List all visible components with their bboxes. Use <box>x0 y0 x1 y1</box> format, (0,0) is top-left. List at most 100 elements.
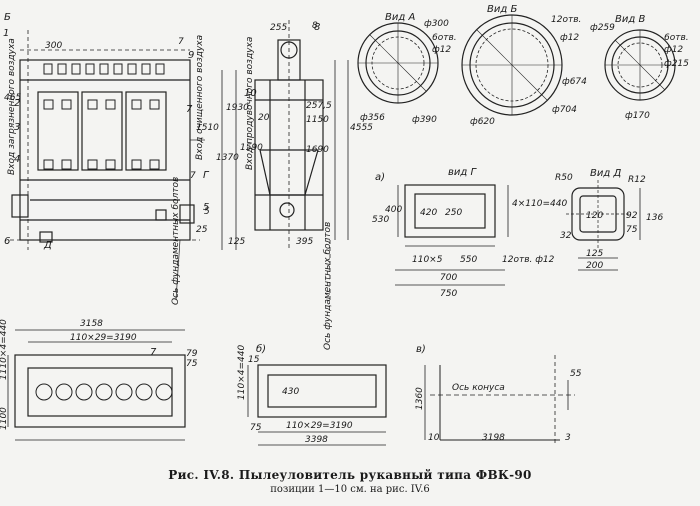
view-a-d1: ф356 <box>360 113 385 123</box>
main-dim-18: 5 <box>204 207 210 217</box>
view-b-d-hole: ф12 <box>560 33 579 43</box>
pos-4: 4 <box>14 154 20 165</box>
view-d-a5: 92 <box>626 211 638 221</box>
view-g-ext2: 550 <box>460 255 477 265</box>
plan-dim-2: 1110×4=440 <box>0 319 9 380</box>
view-d-r1: R50 <box>555 173 573 183</box>
main-dim-10: 1370 <box>216 153 239 163</box>
view-g-h-mid: 400 <box>385 205 402 215</box>
main-dim-0: 300 <box>45 41 62 51</box>
plan-dim-4: 79 <box>186 349 198 359</box>
main-dim-7: 257,5 <box>306 101 332 111</box>
main-dim-3: 25 <box>196 225 208 235</box>
caption-title: Рис. IV.8. Пылеуловитель рукавный типа Ф… <box>168 468 532 482</box>
view-b-d2: ф620 <box>470 117 495 127</box>
view-d-a4: 136 <box>646 213 663 223</box>
main-housing-outline <box>19 59 191 241</box>
view-v-d-hole: ф12 <box>664 45 683 55</box>
main-dim-12: 1930 <box>226 103 249 113</box>
pos-8: 8 <box>314 22 320 33</box>
view-d-a7: 32 <box>560 231 572 241</box>
view-d-title: Вид Д <box>590 168 621 179</box>
main-dim-1: 465 <box>4 93 21 103</box>
pos-1: 1 <box>3 28 9 39</box>
main-dim-6: 255 <box>270 23 287 33</box>
view-g-w1: 700 <box>440 273 457 283</box>
plan-dim-0: 3158 <box>80 319 103 329</box>
view-g-h-in: 420 <box>420 208 437 218</box>
plan-dim-1: 110×29=3190 <box>70 333 137 343</box>
view-a-flange <box>357 22 439 104</box>
view-b-holes: 12отв. <box>551 15 581 25</box>
view-v-flange <box>604 29 676 101</box>
label-bolt-axis-2: Ось фундаментных болтов <box>323 222 333 350</box>
view-a-d-outer: ф300 <box>424 19 449 29</box>
view-g-side: 4×110=440 <box>512 199 567 209</box>
section-b-dim-5: 3398 <box>305 435 328 445</box>
plan-pos-7: 7 <box>150 347 157 358</box>
view-d-a6: 75 <box>626 225 638 235</box>
main-dim-16: 125 <box>228 237 245 247</box>
section-b-outline <box>257 364 387 418</box>
section-v-dim-0: 1360 <box>415 387 425 410</box>
view-g-marker: а) <box>375 172 385 183</box>
view-v-holes: 6отв. <box>664 33 689 43</box>
view-g-title: вид Г <box>448 167 477 178</box>
view-b-d1: ф674 <box>562 77 587 87</box>
main-dim-13: 4555 <box>350 123 373 133</box>
label-dirty-air-inlet: Вход загрязненного воздуха <box>7 38 17 175</box>
figure-caption: Рис. IV.8. Пылеуловитель рукавный типа Ф… <box>0 468 700 495</box>
label-purge-air-inlet: Вход продувочного воздуха <box>245 37 255 170</box>
main-dim-9: 1590 <box>240 143 263 153</box>
section-b-dim-4: 110×29=3190 <box>286 421 353 431</box>
main-dim-11: 1690 <box>306 145 329 155</box>
section-v-marker: в) <box>416 344 426 355</box>
section-v-dim-4: 3 <box>565 433 571 443</box>
view-v-title: Вид В <box>615 14 645 25</box>
label-d: Д <box>43 240 52 251</box>
view-g-outline <box>404 184 496 238</box>
plan-dim-3: 75 <box>186 359 198 369</box>
view-d-r2: R12 <box>628 175 646 185</box>
section-b-dim-2: 430 <box>282 387 299 397</box>
view-g-h-out: 530 <box>372 215 389 225</box>
view-b-d3: ф704 <box>552 105 577 115</box>
view-a-holes: 6отв. <box>432 33 457 43</box>
view-a-d2: ф390 <box>412 115 437 125</box>
section-v-label: Ось конуса <box>452 383 505 393</box>
label-g: Г <box>203 170 210 181</box>
main-dim-4: 8 <box>312 21 318 31</box>
view-g-ext1: 110×5 <box>412 255 443 265</box>
pos-9: 9 <box>188 50 194 61</box>
pos-5: 5 <box>203 202 209 213</box>
view-g-w-in: 250 <box>445 208 462 218</box>
pos-3: 3 <box>14 122 20 133</box>
main-dim-5: 7 <box>178 37 184 47</box>
view-b-title: Вид Б <box>487 4 517 15</box>
view-d-a2: 200 <box>586 261 603 271</box>
view-v-d-outer: ф259 <box>590 23 615 33</box>
main-dim-15: 395 <box>296 237 313 247</box>
main-dim-2: 1510 <box>196 123 219 133</box>
section-v-dim-2: 3198 <box>482 433 505 443</box>
main-dim-8: 1150 <box>306 115 329 125</box>
label-bolt-axis-1: Ось фундаментных болтов <box>171 177 181 305</box>
view-v-d2: ф170 <box>625 111 650 121</box>
view-d-a1: 120 <box>586 211 603 221</box>
label-b: Б <box>4 12 11 23</box>
main-dim-17: 7 <box>190 171 196 181</box>
view-g-w2: 750 <box>440 289 457 299</box>
main-dim-14: 20 <box>258 113 270 123</box>
view-g-holes: 12отв. ф12 <box>502 255 555 265</box>
view-a-d-hole: ф12 <box>432 45 451 55</box>
label-clean-air-inlet: Вход очищенного воздуха <box>195 35 205 160</box>
section-b-dim-0: 110×4=440 <box>237 345 247 400</box>
view-v-d1: ф215 <box>664 59 689 69</box>
plan-view-outline <box>14 354 186 428</box>
section-v-dim-1: 10 <box>428 433 440 443</box>
pos-7: 7 <box>186 104 193 115</box>
view-d-a3: 125 <box>586 249 603 259</box>
section-b-dim-1: 15 <box>248 355 260 365</box>
